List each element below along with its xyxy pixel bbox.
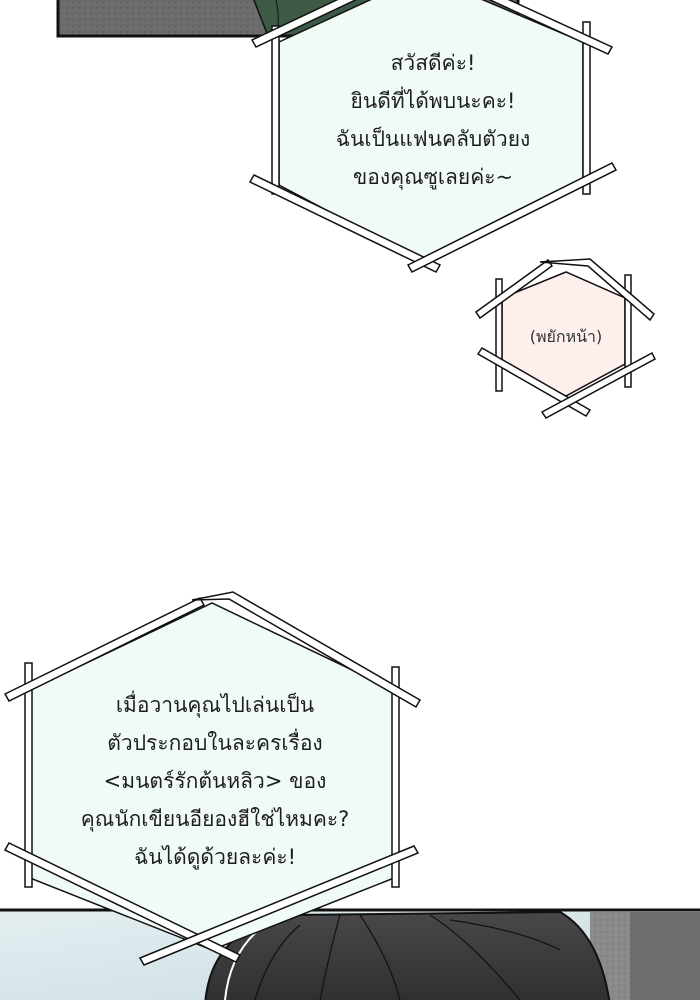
bubble-line: ตัวประกอบในละครเรื่อง (107, 731, 323, 755)
question-bubble-text: เมื่อวานคุณไปเล่นเป็น ตัวประกอบในละครเรื… (20, 686, 410, 876)
bubble-line: เมื่อวานคุณไปเล่นเป็น (115, 693, 315, 717)
greeting-bubble-frame (248, 0, 618, 273)
bubble-line: ของคุณซูเลยค่ะ~ (352, 165, 514, 189)
bubble-line: สวัสดีค่ะ! (390, 51, 476, 75)
bubble-line: ยินดีที่ได้พบนะคะ! (350, 89, 516, 113)
bubble-line: ฉันได้ดูด้วยละค่ะ! (133, 845, 297, 869)
bubble-line: คุณนักเขียนอียองฮีใช่ไหมคะ? (80, 807, 350, 831)
bubble-line: (พยักหน้า) (529, 327, 603, 346)
bottom-panel (0, 908, 700, 1000)
nod-bubble-text: (พยักหน้า) (496, 325, 636, 349)
greeting-bubble-text: สวัสดีค่ะ! ยินดีที่ได้พบนะคะ! ฉันเป็นแฟน… (268, 44, 598, 196)
bubble-line: <มนตร์รักต้นหลิว> ของ (103, 769, 327, 793)
question-bubble-frame (3, 591, 422, 966)
nod-bubble-frame (474, 258, 656, 419)
bubble-line: ฉันเป็นแฟนคลับตัวยง (335, 127, 531, 151)
